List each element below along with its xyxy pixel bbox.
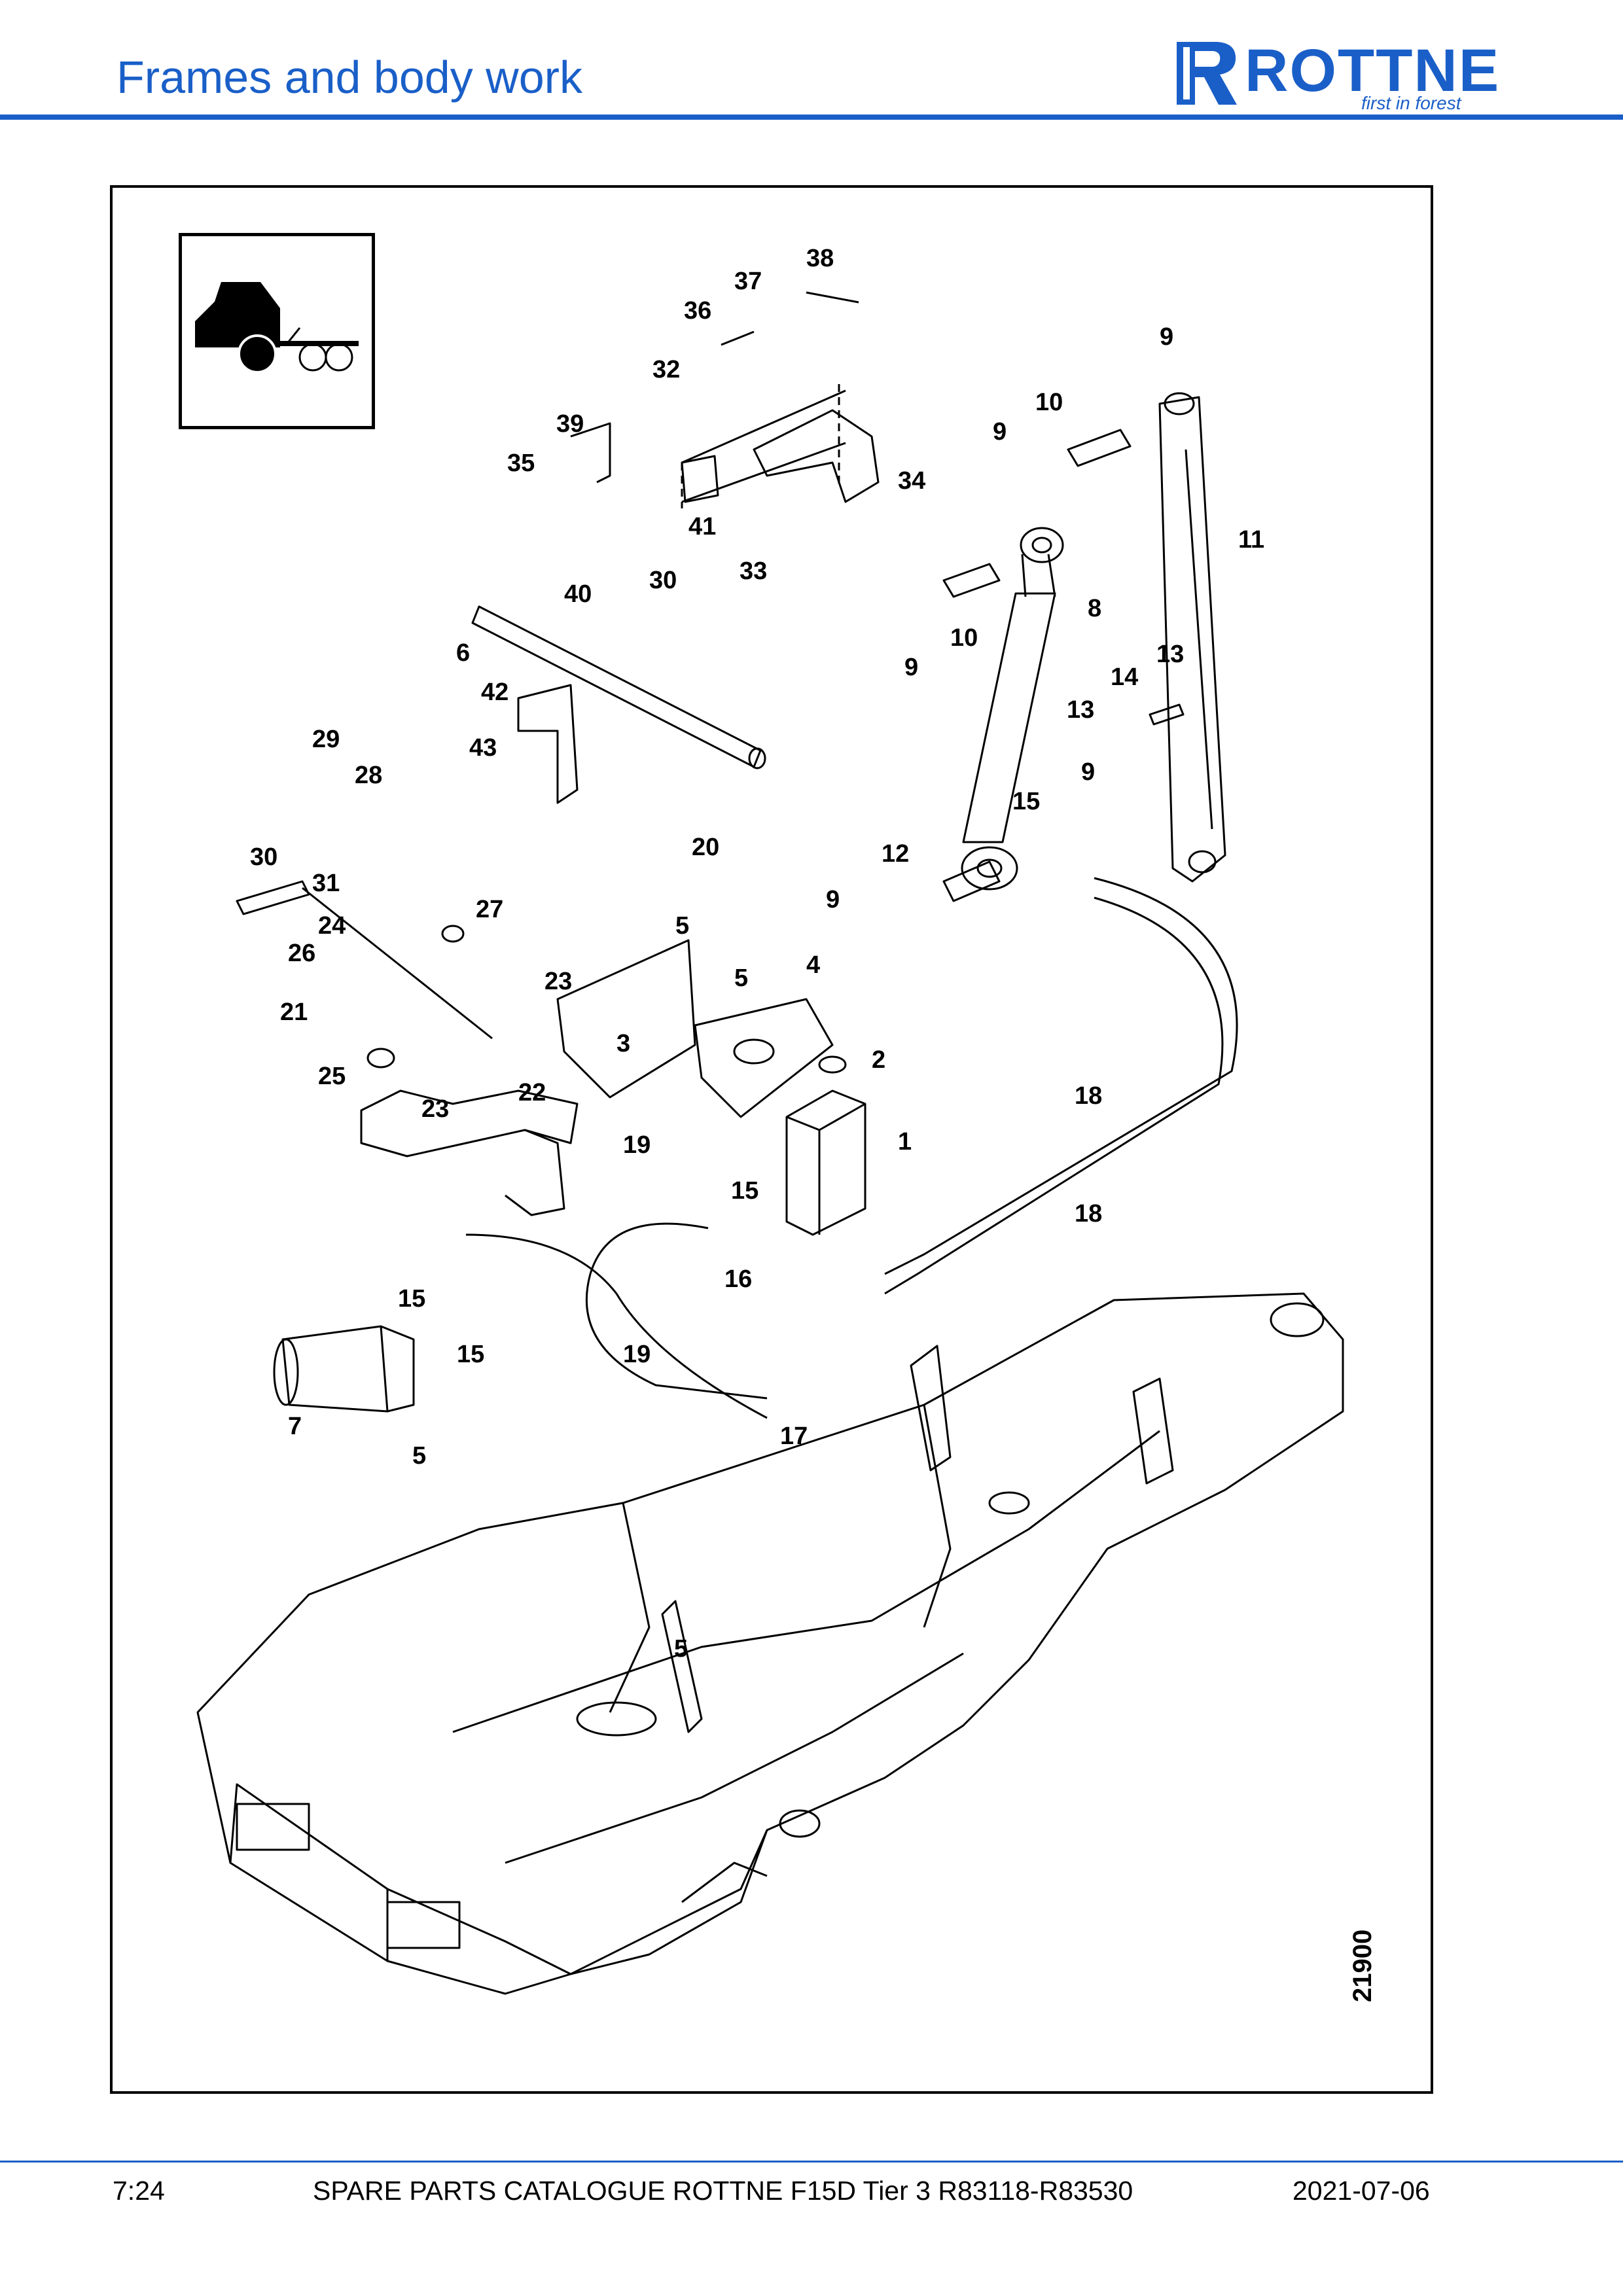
- callout-1: 1: [898, 1128, 912, 1156]
- callout-39: 39: [556, 410, 584, 438]
- callout-18b: 18: [1075, 1200, 1102, 1227]
- callout-23b: 23: [421, 1095, 449, 1123]
- pedal-lever: [236, 880, 493, 1040]
- callout-20: 20: [692, 834, 719, 861]
- callout-30a: 30: [250, 843, 277, 871]
- callout-26: 26: [288, 940, 315, 967]
- page-number: 7:24: [113, 2176, 165, 2206]
- callout-5d: 5: [674, 1635, 688, 1663]
- callout-10a: 10: [1035, 389, 1063, 416]
- drawing-number: 21900: [1348, 1929, 1377, 2002]
- chassis-frame: [196, 1292, 1344, 1995]
- footer-rule: [0, 2161, 1623, 2163]
- tube: [471, 605, 766, 769]
- motor: [273, 1325, 415, 1413]
- callout-5c: 5: [412, 1442, 426, 1470]
- callout-6: 6: [456, 639, 470, 667]
- callout-15b: 15: [731, 1177, 758, 1205]
- machine-silhouette-icon: [195, 282, 359, 374]
- callout-7: 7: [288, 1413, 302, 1440]
- callout-38: 38: [806, 245, 834, 272]
- callout-13a: 13: [1067, 696, 1094, 724]
- callout-28: 28: [355, 762, 382, 789]
- callout-30b: 30: [649, 567, 677, 594]
- header-rule: [0, 115, 1623, 120]
- callout-29: 29: [312, 726, 340, 753]
- bracket-43: [517, 684, 579, 804]
- callout-37: 37: [734, 268, 762, 295]
- hoses-18: [884, 877, 1238, 1295]
- callout-18a: 18: [1075, 1082, 1102, 1110]
- hoses-19: [465, 1222, 768, 1419]
- callout-15c: 15: [398, 1285, 425, 1313]
- callout-19a: 19: [623, 1131, 651, 1159]
- callout-33: 33: [740, 557, 767, 585]
- machine-location-thumbnail: [179, 233, 375, 429]
- callout-40: 40: [564, 580, 592, 608]
- callout-9d: 9: [1081, 758, 1095, 786]
- callout-4: 4: [806, 951, 820, 979]
- callout-9b: 9: [993, 418, 1007, 446]
- mounting-bracket: [694, 998, 834, 1118]
- callout-19b: 19: [623, 1341, 651, 1368]
- callout-42: 42: [481, 679, 508, 706]
- callout-15a: 15: [1012, 788, 1040, 815]
- pedal-bracket: [360, 1048, 579, 1216]
- callout-14: 14: [1111, 663, 1138, 691]
- callout-32: 32: [652, 356, 680, 383]
- callout-13b: 13: [1156, 641, 1184, 668]
- callout-22: 22: [518, 1079, 546, 1106]
- callout-3: 3: [616, 1030, 630, 1057]
- figure-frame: [110, 185, 1433, 2094]
- rottne-logo: ROTTNE first in forest: [1171, 34, 1512, 113]
- callout-16: 16: [724, 1265, 752, 1293]
- callout-2: 2: [872, 1046, 885, 1074]
- callout-36: 36: [684, 297, 711, 325]
- callout-25: 25: [318, 1063, 346, 1090]
- callout-43: 43: [469, 734, 497, 762]
- callout-12: 12: [882, 840, 909, 868]
- callout-5a: 5: [734, 964, 748, 992]
- logo-tagline: first in forest: [1361, 93, 1461, 113]
- callout-15d: 15: [457, 1341, 484, 1368]
- callout-10b: 10: [950, 624, 978, 652]
- exploded-parts-drawing: 1 2 3 4 5 5 5 5 6 7 8 9 9 9 9 9 10 10 11…: [196, 245, 1344, 1995]
- callout-27: 27: [476, 896, 503, 923]
- callout-17: 17: [780, 1422, 808, 1450]
- publication-date: 2021-07-06: [1293, 2176, 1430, 2206]
- callout-24: 24: [318, 912, 346, 940]
- callout-34: 34: [898, 467, 925, 495]
- callout-31: 31: [312, 870, 340, 897]
- support-arm: [1158, 392, 1226, 883]
- lift-cylinder: [961, 527, 1064, 891]
- upper-bracket-assembly: [570, 291, 880, 508]
- callout-9e: 9: [826, 886, 840, 913]
- callout-labels: 1 2 3 4 5 5 5 5 6 7 8 9 9 9 9 9 10 10 11…: [250, 245, 1264, 1663]
- valve-block: [785, 1055, 866, 1236]
- callout-21: 21: [280, 998, 308, 1026]
- callout-11: 11: [1238, 526, 1264, 554]
- callout-5b: 5: [675, 912, 689, 940]
- callout-35: 35: [507, 450, 535, 477]
- callout-9c: 9: [904, 654, 918, 681]
- callout-41: 41: [688, 513, 716, 540]
- logo-r-mark-icon: [1177, 42, 1237, 105]
- pins: [942, 429, 1185, 902]
- catalogue-title: SPARE PARTS CATALOGUE ROTTNE F15D Tier 3…: [313, 2176, 1133, 2206]
- callout-23a: 23: [544, 968, 572, 995]
- callout-8: 8: [1088, 595, 1101, 622]
- plate: [556, 939, 696, 1099]
- page-title: Frames and body work: [116, 52, 582, 103]
- logo-wordmark: ROTTNE: [1245, 37, 1501, 104]
- callout-9a: 9: [1160, 323, 1173, 351]
